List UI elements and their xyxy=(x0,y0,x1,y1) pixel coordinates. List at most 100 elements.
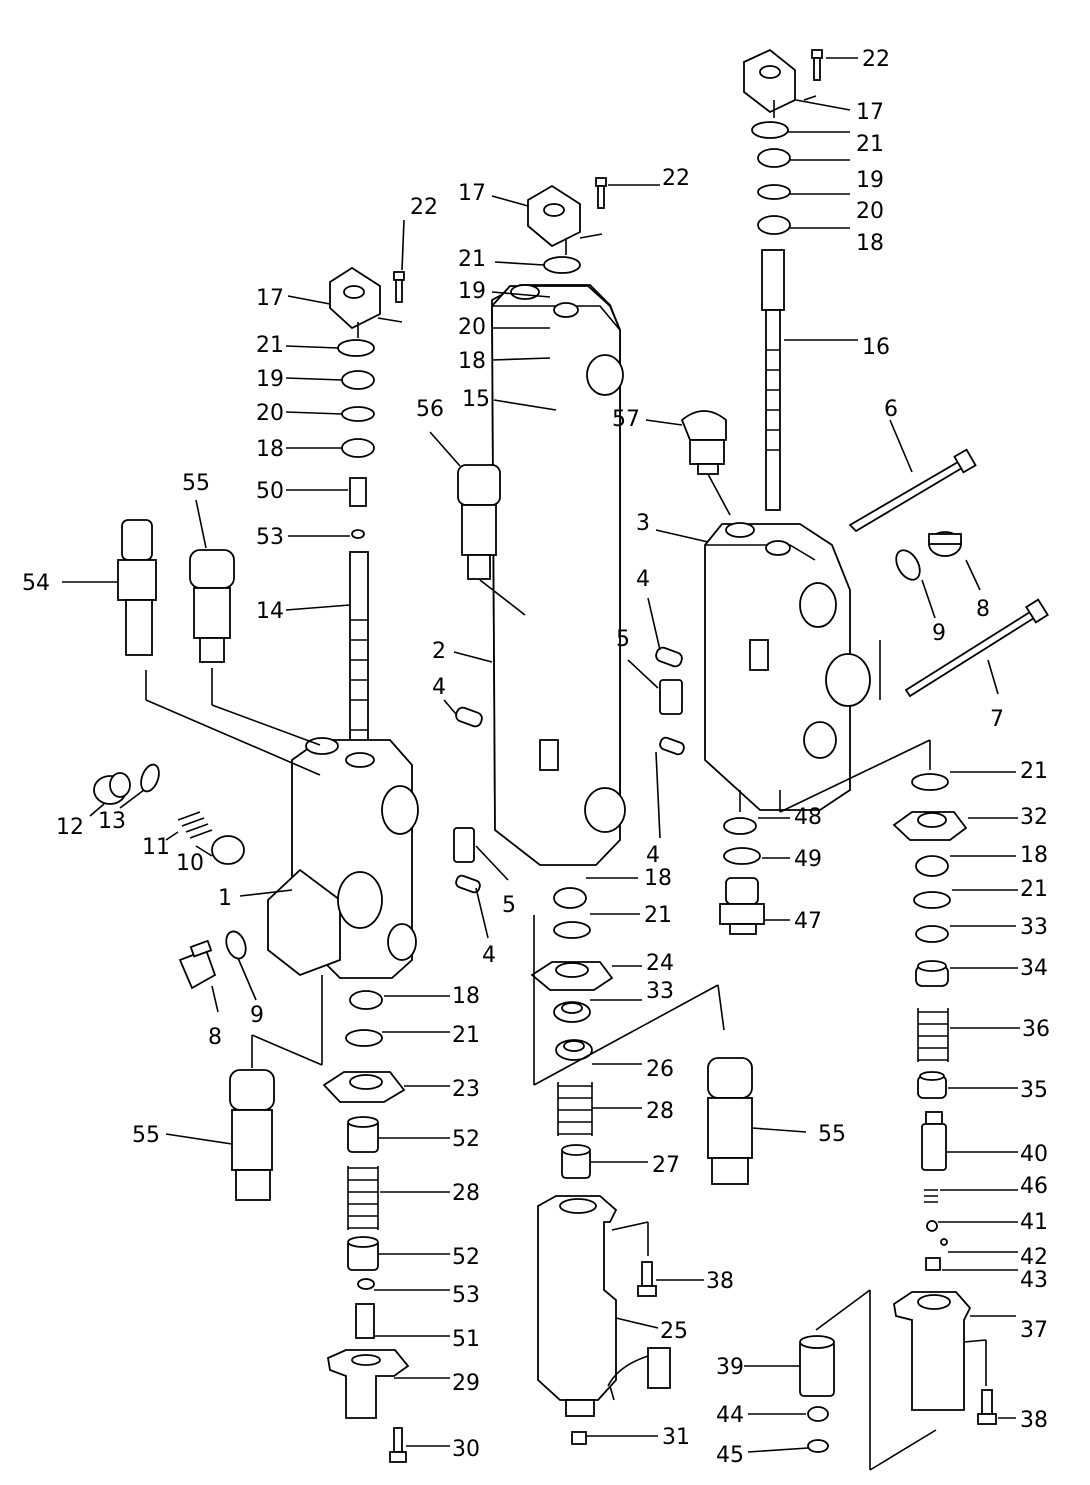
seal-33-right xyxy=(915,925,949,943)
oring-21-middle xyxy=(543,256,581,274)
label-3: 3 xyxy=(636,511,650,536)
label-20: 20 xyxy=(256,401,284,426)
oring-49 xyxy=(723,847,761,865)
label-42: 42 xyxy=(1020,1245,1048,1270)
label-5: 5 xyxy=(616,627,630,652)
bolt-30 xyxy=(389,1427,407,1463)
label-36: 36 xyxy=(1022,1017,1050,1042)
plug-43 xyxy=(925,1257,941,1271)
wiper-18-left xyxy=(341,438,375,458)
bolt-6 xyxy=(848,448,977,533)
bolt-38-middle xyxy=(637,1261,657,1297)
oring-9-right xyxy=(895,549,921,581)
seal-19-left xyxy=(341,370,375,390)
cartridge-57 xyxy=(680,410,727,475)
label-17: 17 xyxy=(256,286,284,311)
label-30: 30 xyxy=(452,1437,480,1462)
flange-24 xyxy=(530,961,614,991)
label-24: 24 xyxy=(646,951,674,976)
oring-44 xyxy=(807,1406,829,1422)
label-56: 56 xyxy=(416,397,444,422)
label-9: 9 xyxy=(250,1003,264,1028)
cover-17-middle xyxy=(527,184,581,248)
spring-36 xyxy=(917,1008,949,1062)
label-28: 28 xyxy=(646,1099,674,1124)
washer-20-left xyxy=(341,406,375,422)
piston-40 xyxy=(921,1111,947,1171)
label-27: 27 xyxy=(652,1153,680,1178)
plug-12 xyxy=(93,772,131,805)
spring-28-middle xyxy=(557,1082,593,1136)
label-50: 50 xyxy=(256,479,284,504)
spring-28-left xyxy=(347,1166,379,1230)
label-14: 14 xyxy=(256,599,284,624)
label-48: 48 xyxy=(794,805,822,830)
valve-body-1 xyxy=(267,737,419,979)
label-18: 18 xyxy=(452,984,480,1009)
oring-21-left xyxy=(337,339,375,357)
solenoid-31 xyxy=(571,1347,671,1445)
label-21: 21 xyxy=(256,333,284,358)
spring-seat-52-bottom xyxy=(347,1236,379,1271)
seat-35 xyxy=(917,1071,947,1099)
label-22: 22 xyxy=(662,166,690,191)
label-17: 17 xyxy=(458,181,486,206)
label-31: 31 xyxy=(662,1425,690,1450)
label-18: 18 xyxy=(856,231,884,256)
stopper-51 xyxy=(355,1303,375,1339)
ball-42 xyxy=(940,1238,948,1246)
label-20: 20 xyxy=(856,199,884,224)
label-19: 19 xyxy=(256,367,284,392)
label-49: 49 xyxy=(794,847,822,872)
label-51: 51 xyxy=(452,1327,480,1352)
label-10: 10 xyxy=(176,851,204,876)
valve-body-2 xyxy=(491,284,626,866)
label-8: 8 xyxy=(976,597,990,622)
cover-37 xyxy=(893,1291,972,1411)
label-8: 8 xyxy=(208,1025,222,1050)
oring-53-top xyxy=(351,529,365,539)
label-33: 33 xyxy=(1020,915,1048,940)
label-19: 19 xyxy=(856,168,884,193)
label-40: 40 xyxy=(1020,1142,1048,1167)
label-6: 6 xyxy=(884,397,898,422)
oring-4-c xyxy=(655,646,683,668)
oring-4-a xyxy=(455,706,483,728)
oring-21-left-lower xyxy=(345,1029,383,1047)
label-53: 53 xyxy=(256,525,284,550)
label-18: 18 xyxy=(458,349,486,374)
label-44: 44 xyxy=(716,1403,744,1428)
label-9: 9 xyxy=(932,621,946,646)
label-53: 53 xyxy=(452,1283,480,1308)
wiper-18-right-lower xyxy=(915,855,949,877)
wiper-18-right xyxy=(757,215,791,235)
label-4: 4 xyxy=(646,843,660,868)
seal-19-right xyxy=(757,148,791,168)
cap-29 xyxy=(326,1349,410,1419)
part-labels: 22 17 21 19 20 18 16 22 17 21 19 20 18 1… xyxy=(22,47,1050,1468)
label-4: 4 xyxy=(636,567,650,592)
ball-41 xyxy=(926,1220,938,1232)
bolt-22-right xyxy=(811,49,823,81)
label-23: 23 xyxy=(452,1077,480,1102)
wiper-18-middle-lower xyxy=(553,887,587,909)
label-21: 21 xyxy=(452,1023,480,1048)
flange-23 xyxy=(322,1071,406,1103)
plug-50 xyxy=(349,477,367,507)
label-37: 37 xyxy=(1020,1318,1048,1343)
spring-46 xyxy=(924,1189,938,1203)
relief-valve-56 xyxy=(457,464,501,580)
label-52: 52 xyxy=(452,1245,480,1270)
label-2: 2 xyxy=(432,639,446,664)
spring-seat-27 xyxy=(561,1144,591,1179)
label-55: 55 xyxy=(818,1122,846,1147)
spool-16 xyxy=(761,249,785,511)
label-38: 38 xyxy=(706,1269,734,1294)
gasket-5-a xyxy=(453,827,475,863)
oring-21-right xyxy=(751,121,789,139)
case-25 xyxy=(537,1195,618,1417)
label-33: 33 xyxy=(646,979,674,1004)
label-13: 13 xyxy=(98,809,126,834)
